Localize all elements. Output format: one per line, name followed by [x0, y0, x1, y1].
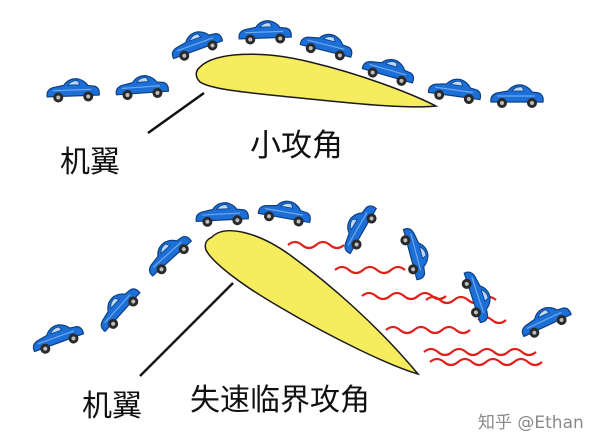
top-wing-airfoil — [195, 53, 439, 108]
bottom-wing-label: 机翼 — [82, 389, 142, 424]
top-car-2 — [114, 73, 170, 102]
top-car-8 — [490, 84, 544, 109]
turbulence-waves — [287, 240, 543, 367]
bottom-car-7 — [397, 224, 435, 282]
top-car-1 — [45, 77, 101, 104]
bottom-car-3 — [140, 227, 197, 281]
bottom-car-4 — [194, 200, 250, 228]
turbulence-wave-2 — [334, 265, 406, 275]
top-wing-label: 机翼 — [60, 145, 120, 180]
watermark: 知乎 @Ethan — [478, 413, 584, 433]
top-panel — [45, 19, 544, 135]
bottom-wing-pointer-line — [139, 282, 234, 377]
bottom-wing-airfoil — [204, 230, 421, 376]
bottom-car-6 — [334, 199, 383, 258]
top-car-4 — [237, 19, 293, 46]
turbulence-wave-6 — [423, 347, 537, 357]
top-car-7 — [426, 74, 484, 107]
turbulence-wave-1 — [287, 240, 345, 250]
bottom-car-1 — [28, 316, 87, 358]
top-car-5 — [298, 27, 356, 64]
bottom-car-2 — [91, 280, 146, 337]
top-wing-pointer-line — [147, 91, 205, 135]
bottom-car-9 — [516, 298, 575, 343]
bottom-panel — [28, 195, 575, 377]
bottom-car-5 — [256, 195, 314, 229]
turbulence-wave-7 — [429, 357, 543, 367]
turbulence-wave-4 — [385, 325, 471, 335]
bottom-angle-label: 失速临界攻角 — [190, 383, 370, 418]
top-angle-label: 小攻角 — [250, 128, 343, 164]
